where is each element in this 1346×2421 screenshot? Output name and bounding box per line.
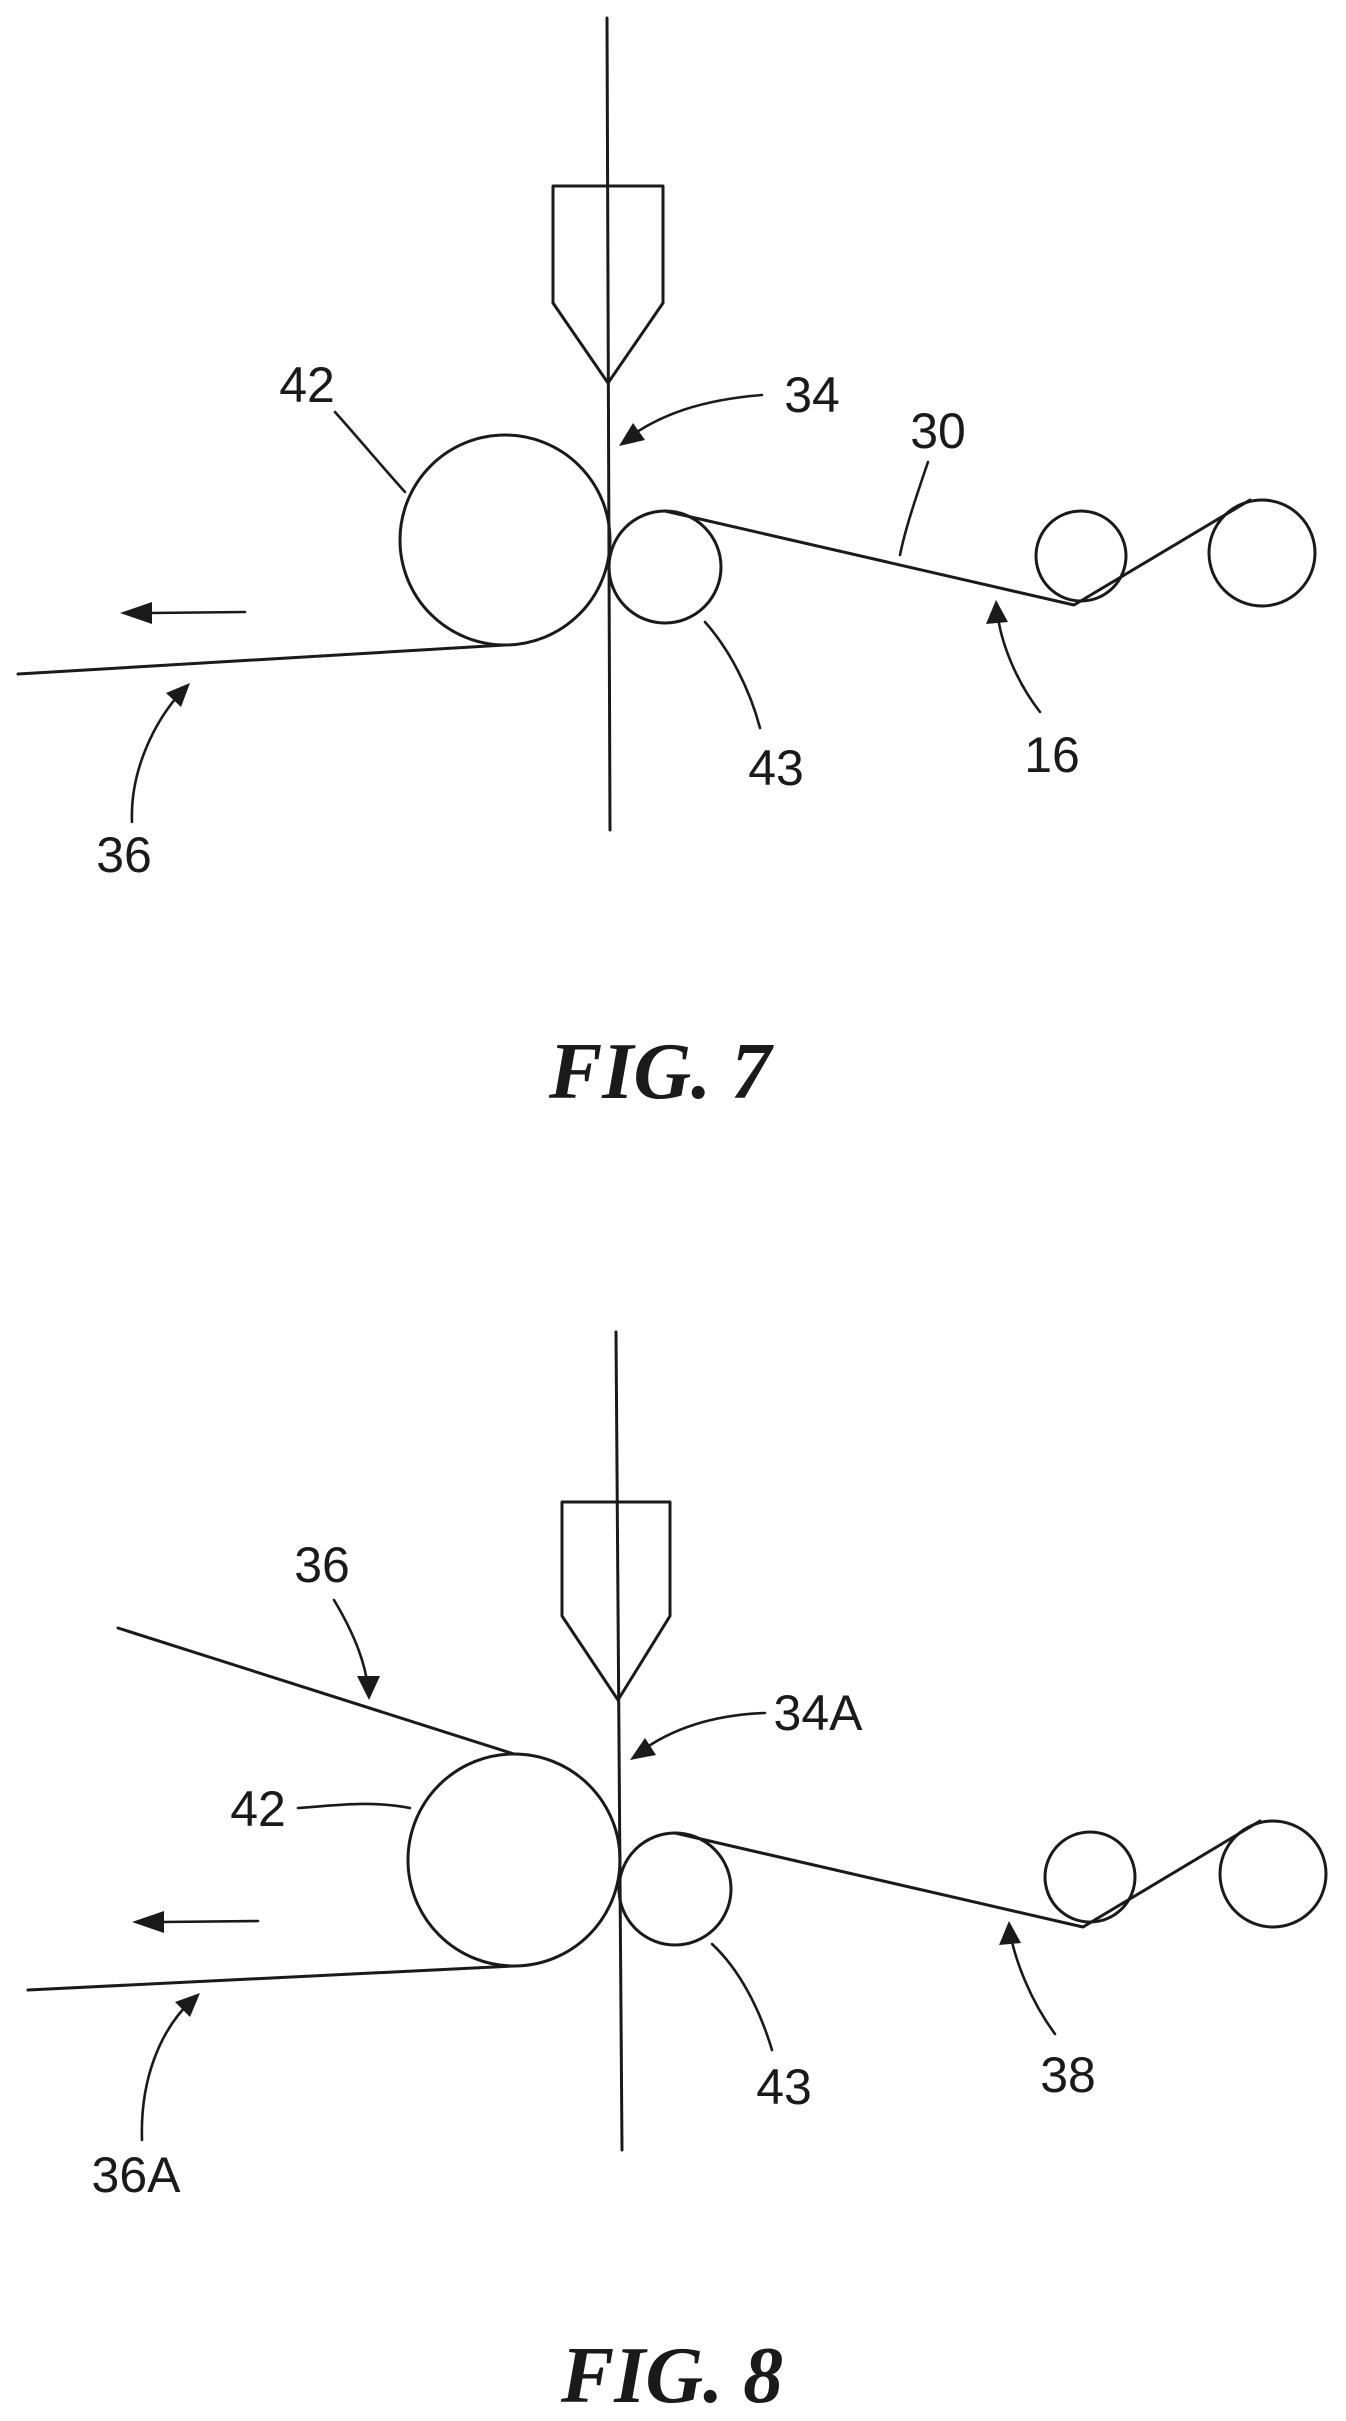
fig7-leader-30 bbox=[900, 462, 928, 555]
fig8-label-42: 42 bbox=[230, 1781, 286, 1837]
fig7-label-30: 30 bbox=[910, 403, 966, 459]
fig8-arrowhead-34A bbox=[630, 1738, 656, 1760]
fig7-leader-43 bbox=[705, 622, 760, 728]
fig8-leader-34A bbox=[640, 1713, 765, 1752]
fig8-label-38: 38 bbox=[1040, 2047, 1096, 2103]
fig7-direction-arrowhead bbox=[120, 602, 152, 624]
fig7-label-34: 34 bbox=[784, 367, 840, 423]
fig7-leader-16 bbox=[997, 610, 1040, 712]
fig8-leader-42 bbox=[298, 1804, 410, 1808]
fig8-leader-36 bbox=[334, 1600, 368, 1688]
fig8-caption: FIG. 8 bbox=[560, 2332, 783, 2420]
fig7-roller-43 bbox=[609, 511, 721, 623]
fig7-caption: FIG. 7 bbox=[548, 1028, 774, 1116]
fig8-web-top bbox=[118, 1628, 514, 1754]
fig7-roller-42 bbox=[400, 435, 610, 645]
fig7-label-43: 43 bbox=[748, 740, 804, 796]
fig8-label-43: 43 bbox=[756, 2059, 812, 2115]
fig8-roller-right-a bbox=[1045, 1832, 1135, 1922]
fig8-web-out bbox=[28, 1966, 514, 1990]
fig8-vertical-axis bbox=[616, 1332, 622, 2150]
fig7-web-in bbox=[665, 500, 1250, 605]
fig7-label-42: 42 bbox=[279, 357, 335, 413]
fig7-leader-42 bbox=[335, 412, 405, 492]
fig7-vertical-axis bbox=[607, 18, 610, 830]
fig8-roller-43 bbox=[619, 1833, 731, 1945]
fig7-arrowhead-34 bbox=[619, 423, 645, 446]
figure-7: 42 34 30 43 16 36 FIG. 7 bbox=[18, 18, 1315, 1116]
fig7-direction-arrow bbox=[150, 612, 245, 613]
fig8-web-in bbox=[675, 1821, 1260, 1927]
fig8-direction-arrow bbox=[162, 1921, 258, 1922]
fig8-arrowhead-36 bbox=[357, 1676, 380, 1700]
fig8-label-34A: 34A bbox=[774, 1685, 864, 1741]
fig7-label-36: 36 bbox=[96, 827, 152, 883]
fig7-arrowhead-16 bbox=[986, 600, 1008, 624]
fig8-label-36: 36 bbox=[294, 1537, 350, 1593]
fig8-leader-36A bbox=[142, 2000, 192, 2140]
fig7-roller-right-a bbox=[1036, 511, 1126, 601]
fig8-label-36A: 36A bbox=[92, 2147, 182, 2203]
fig7-web-out bbox=[18, 645, 505, 674]
fig8-leader-38 bbox=[1010, 1932, 1055, 2034]
fig7-leader-36 bbox=[132, 690, 183, 822]
fig8-leader-43 bbox=[712, 1944, 772, 2050]
fig8-direction-arrowhead bbox=[132, 1911, 164, 1933]
figure-8: 36 34A 42 43 38 36A FIG. 8 bbox=[28, 1332, 1326, 2420]
fig7-leader-34 bbox=[628, 395, 762, 438]
fig8-roller-42 bbox=[408, 1754, 620, 1966]
fig8-arrowhead-38 bbox=[999, 1921, 1021, 1945]
fig7-arrowhead-36 bbox=[166, 683, 190, 707]
fig7-label-16: 16 bbox=[1024, 727, 1080, 783]
